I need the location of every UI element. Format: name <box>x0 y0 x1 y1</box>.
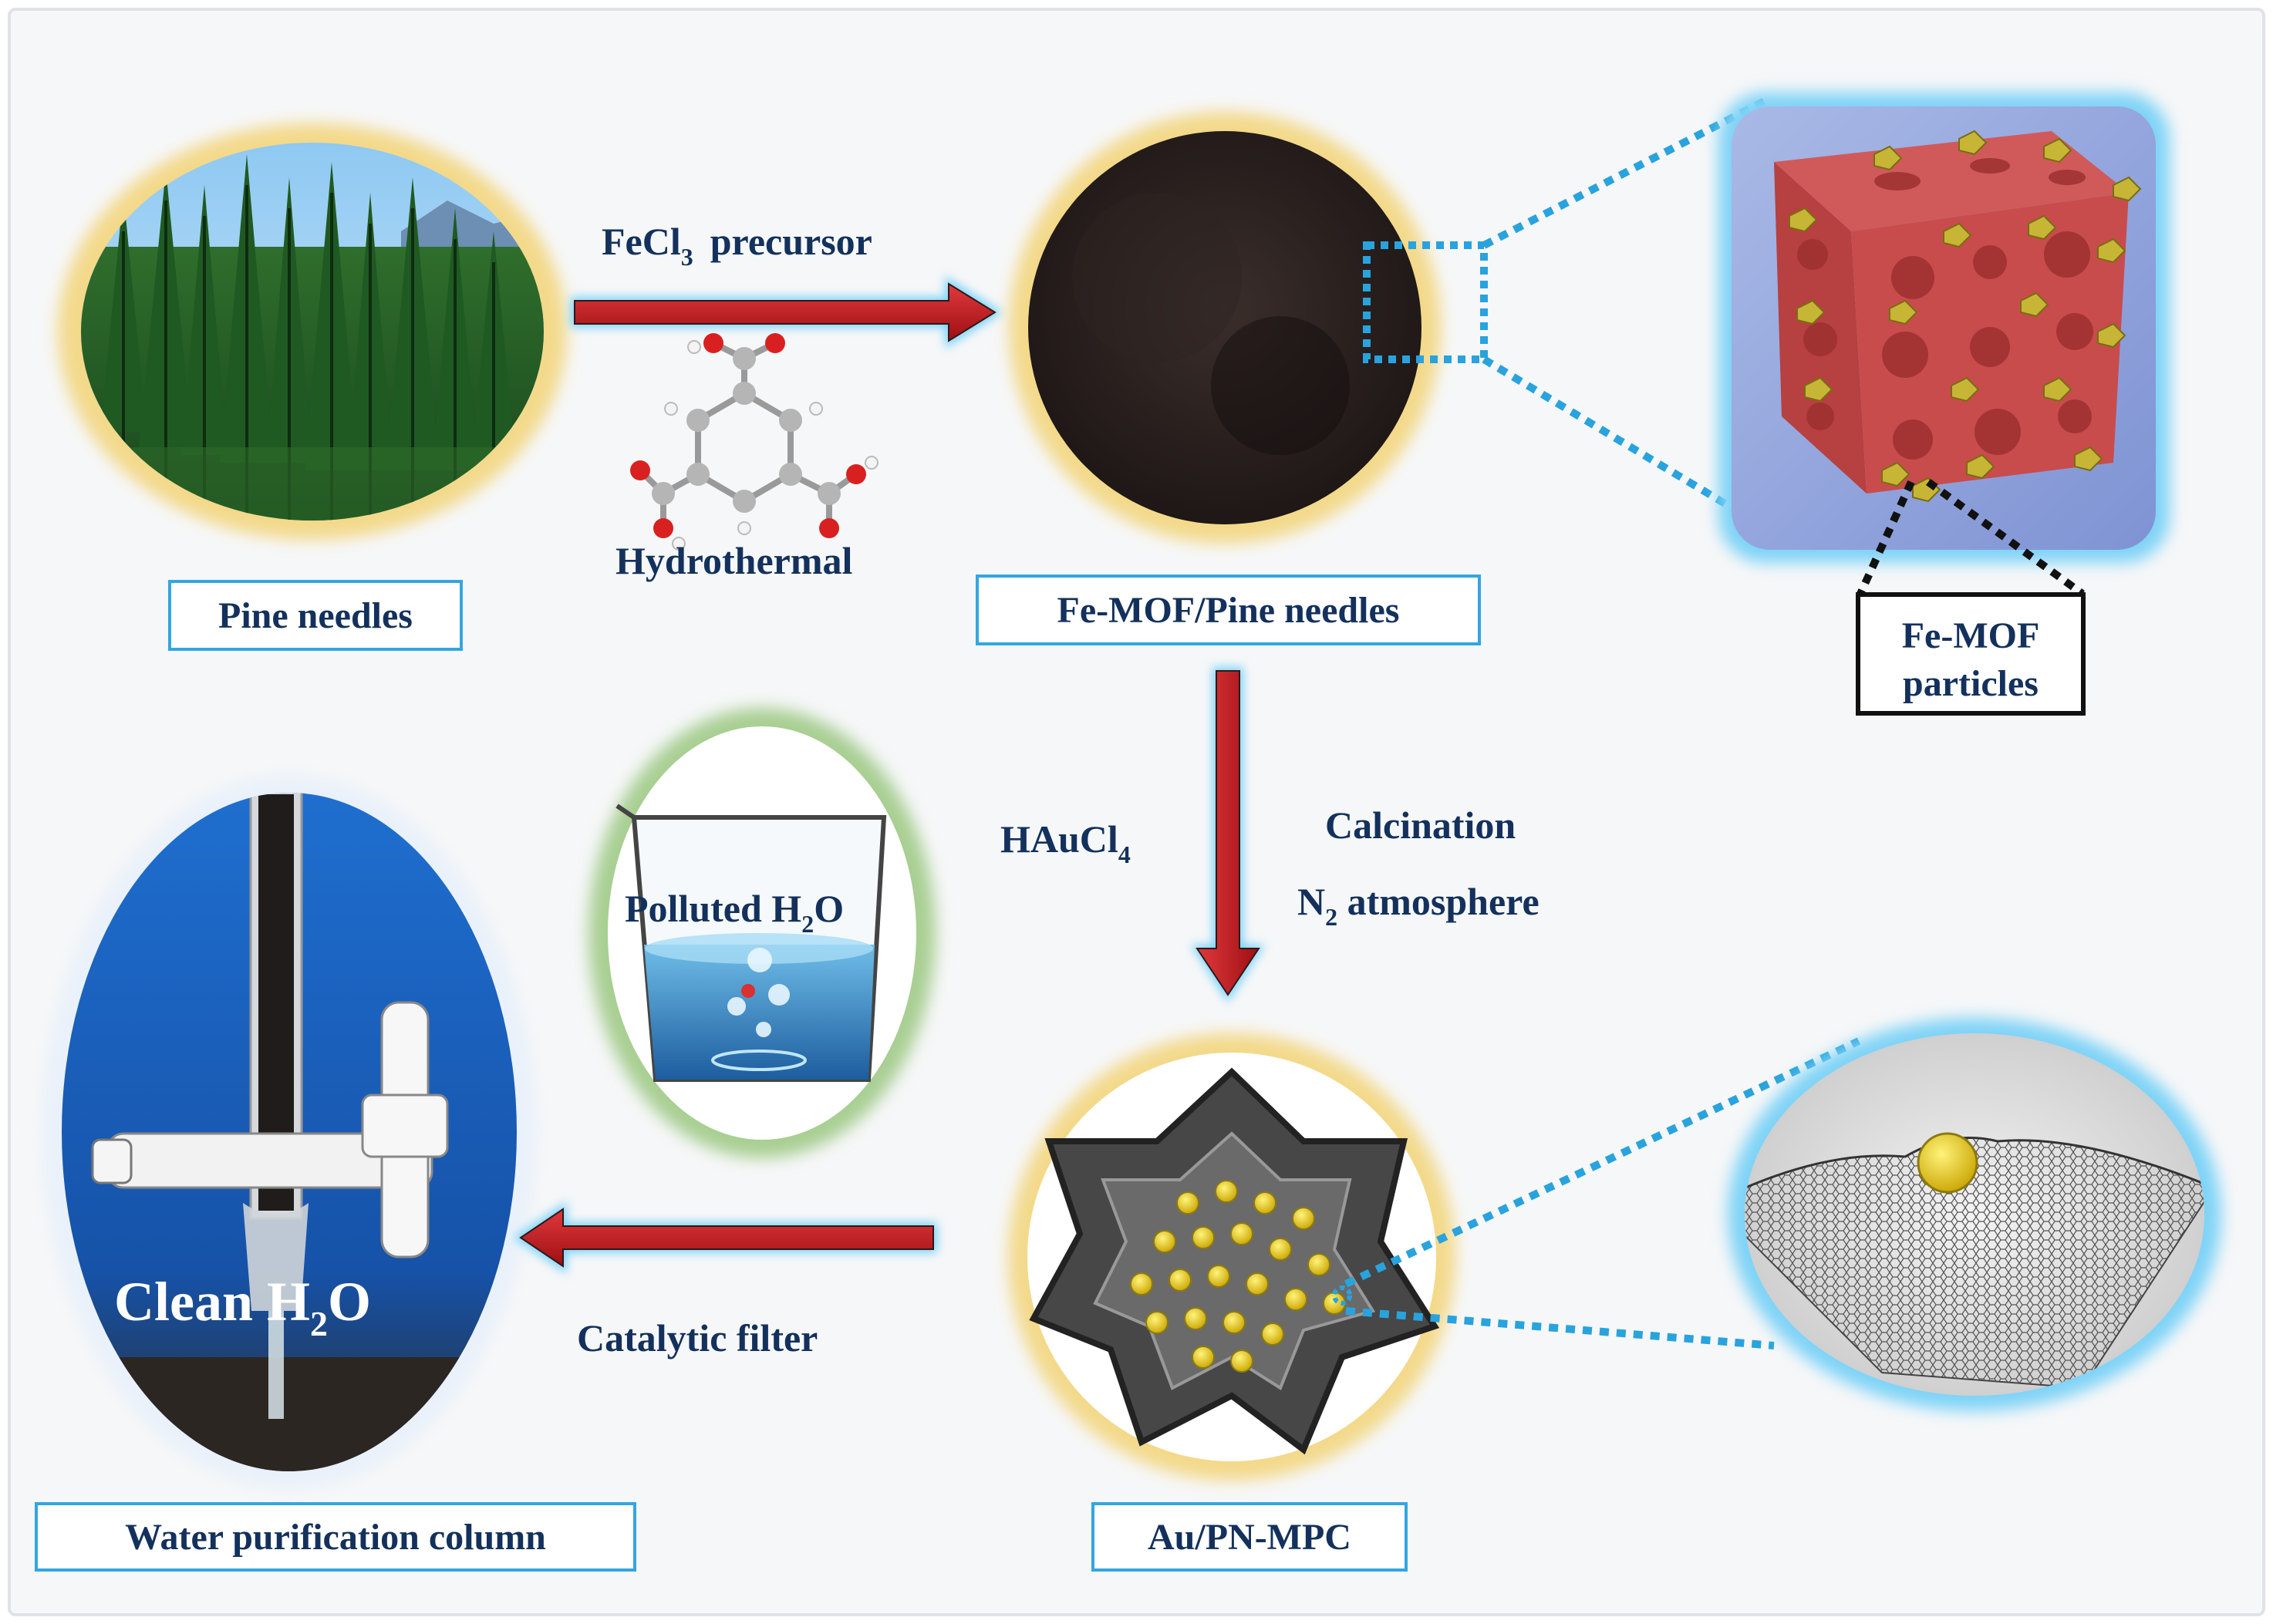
water-purification-column-label: Water purification column <box>35 1502 636 1572</box>
arrow-to-au-pn-mpc <box>1191 667 1265 1002</box>
arrow-to-column <box>513 1201 937 1274</box>
fe-mof-pine-needles-label: Fe-MOF/Pine needles <box>976 574 1481 645</box>
n2-atmosphere-label: N2 atmosphere <box>1297 880 1540 931</box>
zoom-selection-box <box>1363 241 1488 363</box>
au-pn-mpc-structure-image <box>1008 1033 1455 1481</box>
polluted-water-beaker-image <box>588 708 936 1158</box>
fe-mof-particles-label: Fe-MOF particles <box>1856 592 2086 716</box>
clean-water-label: Clean H2O <box>114 1271 371 1343</box>
zoom-lines-graphene <box>1344 1037 1861 1349</box>
purification-column-image <box>42 776 536 1488</box>
catalytic-filter-label: Catalytic filter <box>577 1316 818 1360</box>
graphene-sheet-image <box>1728 1018 2221 1411</box>
figure-frame <box>8 8 2265 1616</box>
fe-mof-powder-image <box>1009 112 1441 544</box>
fe-mof-particles-line1: Fe-MOF <box>1901 615 2040 656</box>
porous-cube-image <box>1718 93 2170 563</box>
polluted-water-label: Polluted H2O <box>625 887 844 938</box>
arrow-to-fe-mof <box>571 276 1003 349</box>
hydrothermal-label: Hydrothermal <box>615 539 853 582</box>
trimesic-acid-molecule-icon <box>630 333 879 551</box>
zoom-lines-particles <box>1857 478 2085 598</box>
au-pn-mpc-label: Au/PN-MPC <box>1091 1502 1408 1572</box>
calcination-label: Calcination <box>1325 804 1516 847</box>
pine-forest-image <box>58 123 567 540</box>
fe-mof-particles-line2: particles <box>1903 663 2039 705</box>
haucl4-label: HAuCl4 <box>1000 817 1131 868</box>
pine-needles-label: Pine needles <box>168 580 463 651</box>
